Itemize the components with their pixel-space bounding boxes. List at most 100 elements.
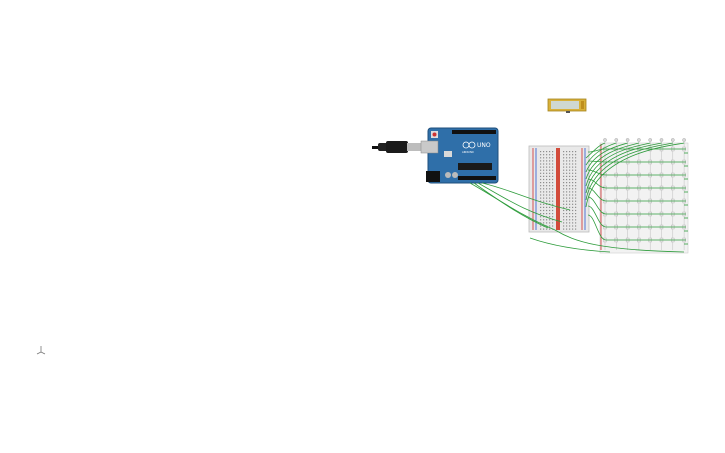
breadboard-hole[interactable] bbox=[566, 191, 568, 193]
breadboard-hole[interactable] bbox=[563, 166, 565, 168]
breadboard-hole[interactable] bbox=[549, 169, 551, 171]
breadboard-hole[interactable] bbox=[563, 216, 565, 218]
breadboard-hole[interactable] bbox=[563, 151, 565, 153]
breadboard-hole[interactable] bbox=[543, 194, 545, 196]
breadboard-hole[interactable] bbox=[563, 178, 565, 181]
breadboard-hole[interactable] bbox=[543, 169, 545, 171]
breadboard-hole[interactable] bbox=[563, 185, 565, 187]
breadboard-hole[interactable] bbox=[575, 213, 577, 215]
breadboard-hole[interactable] bbox=[552, 178, 554, 181]
breadboard-hole[interactable] bbox=[540, 194, 542, 196]
matrix-column-led[interactable] bbox=[682, 138, 686, 142]
breadboard-hole[interactable] bbox=[543, 222, 545, 224]
breadboard-hole[interactable] bbox=[549, 154, 551, 156]
breadboard-hole[interactable] bbox=[552, 216, 554, 218]
breadboard-hole[interactable] bbox=[572, 213, 574, 215]
breadboard-hole[interactable] bbox=[569, 191, 571, 193]
breadboard-hole[interactable] bbox=[546, 151, 548, 153]
breadboard-hole[interactable] bbox=[552, 203, 554, 205]
breadboard-hole[interactable] bbox=[566, 160, 568, 162]
breadboard-hole[interactable] bbox=[549, 213, 551, 215]
breadboard-hole[interactable] bbox=[546, 182, 548, 184]
breadboard-hole[interactable] bbox=[546, 222, 548, 224]
breadboard-hole[interactable] bbox=[572, 166, 574, 168]
breadboard-hole[interactable] bbox=[572, 203, 574, 205]
breadboard-hole[interactable] bbox=[563, 225, 565, 227]
breadboard-hole[interactable] bbox=[546, 185, 548, 187]
breadboard-hole[interactable] bbox=[552, 191, 554, 193]
breadboard-hole[interactable] bbox=[569, 157, 571, 159]
breadboard-hole[interactable] bbox=[552, 219, 554, 221]
breadboard-hole[interactable] bbox=[572, 151, 574, 153]
breadboard-hole[interactable] bbox=[546, 200, 548, 202]
breadboard-hole[interactable] bbox=[543, 209, 545, 212]
breadboard-hole[interactable] bbox=[569, 203, 571, 205]
breadboard-hole[interactable] bbox=[546, 175, 548, 177]
column-wire[interactable] bbox=[585, 142, 651, 187]
breadboard-hole[interactable] bbox=[540, 206, 542, 208]
breadboard-hole[interactable] bbox=[552, 194, 554, 196]
matrix-column-led[interactable] bbox=[614, 138, 619, 142]
breadboard-hole[interactable] bbox=[569, 209, 571, 212]
breadboard-hole[interactable] bbox=[552, 185, 554, 187]
matrix-column-led[interactable] bbox=[637, 138, 641, 142]
matrix-column-led[interactable] bbox=[625, 138, 630, 142]
breadboard-hole[interactable] bbox=[572, 219, 574, 221]
led-matrix[interactable] bbox=[599, 138, 689, 254]
breadboard-hole[interactable] bbox=[546, 213, 548, 215]
breadboard-hole[interactable] bbox=[563, 219, 565, 221]
lcd-display[interactable] bbox=[547, 98, 587, 113]
breadboard-hole[interactable] bbox=[549, 219, 551, 221]
breadboard-hole[interactable] bbox=[566, 228, 568, 230]
breadboard-hole[interactable] bbox=[569, 197, 571, 199]
column-wire[interactable] bbox=[585, 142, 606, 159]
breadboard-hole[interactable] bbox=[569, 206, 571, 208]
breadboard-hole[interactable] bbox=[569, 172, 571, 174]
breadboard-hole[interactable] bbox=[569, 151, 571, 153]
breadboard-hole[interactable] bbox=[540, 216, 542, 218]
breadboard-hole[interactable] bbox=[572, 182, 574, 184]
breadboard-hole[interactable] bbox=[575, 222, 577, 224]
breadboard-hole[interactable] bbox=[572, 160, 574, 162]
breadboard-hole[interactable] bbox=[546, 219, 548, 221]
breadboard-hole[interactable] bbox=[572, 188, 574, 190]
breadboard[interactable] bbox=[528, 145, 590, 233]
breadboard-hole[interactable] bbox=[563, 188, 565, 190]
breadboard-hole[interactable] bbox=[543, 178, 545, 181]
breadboard-hole[interactable] bbox=[549, 197, 551, 199]
breadboard-hole[interactable] bbox=[569, 163, 571, 165]
column-wire[interactable] bbox=[585, 142, 628, 173]
breadboard-hole[interactable] bbox=[572, 169, 574, 171]
breadboard-hole[interactable] bbox=[563, 169, 565, 171]
breadboard-hole[interactable] bbox=[563, 200, 565, 202]
breadboard-hole[interactable] bbox=[549, 188, 551, 190]
breadboard-hole[interactable] bbox=[540, 175, 542, 177]
column-wire[interactable] bbox=[585, 142, 662, 194]
row-wire[interactable] bbox=[587, 205, 686, 228]
breadboard-hole[interactable] bbox=[569, 182, 571, 184]
breadboard-hole[interactable] bbox=[540, 160, 542, 162]
breadboard-hole[interactable] bbox=[543, 151, 545, 153]
breadboard-hole[interactable] bbox=[552, 166, 554, 168]
breadboard-hole[interactable] bbox=[549, 194, 551, 196]
breadboard-hole[interactable] bbox=[566, 213, 568, 215]
breadboard-hole[interactable] bbox=[563, 228, 565, 230]
breadboard-hole[interactable] bbox=[540, 200, 542, 202]
breadboard-hole[interactable] bbox=[572, 154, 574, 156]
breadboard-hole[interactable] bbox=[549, 160, 551, 162]
breadboard-hole[interactable] bbox=[566, 151, 568, 153]
breadboard-hole[interactable] bbox=[552, 169, 554, 171]
breadboard-hole[interactable] bbox=[540, 157, 542, 159]
column-wire[interactable] bbox=[585, 142, 617, 166]
breadboard-hole[interactable] bbox=[540, 151, 542, 153]
breadboard-hole[interactable] bbox=[569, 228, 571, 230]
breadboard-hole[interactable] bbox=[566, 172, 568, 174]
breadboard-hole[interactable] bbox=[572, 197, 574, 199]
breadboard-hole[interactable] bbox=[569, 185, 571, 187]
breadboard-hole[interactable] bbox=[540, 191, 542, 193]
breadboard-hole[interactable] bbox=[575, 225, 577, 227]
breadboard-hole[interactable] bbox=[543, 163, 545, 165]
breadboard-hole[interactable] bbox=[575, 157, 577, 159]
breadboard-hole[interactable] bbox=[540, 209, 542, 212]
breadboard-hole[interactable] bbox=[546, 203, 548, 205]
